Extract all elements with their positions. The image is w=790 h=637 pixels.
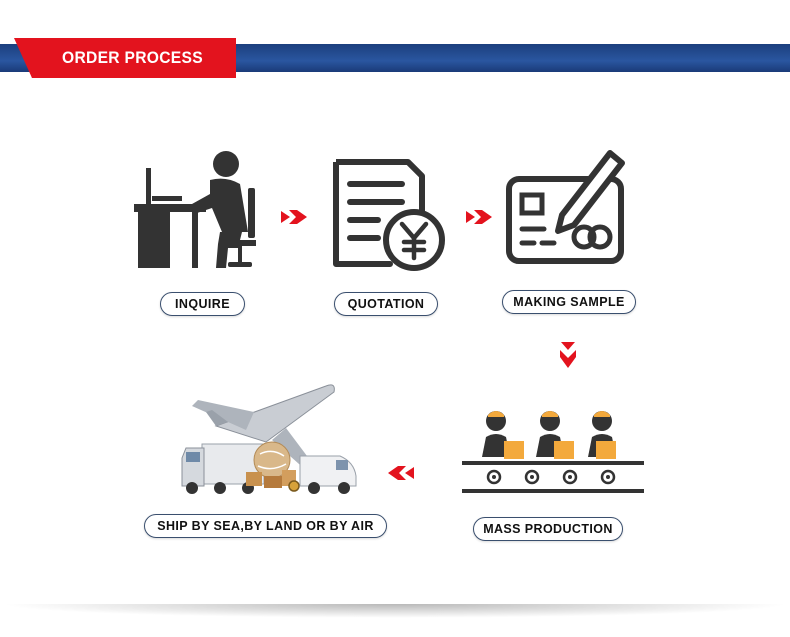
bottom-divider-shadow [0, 604, 790, 618]
step-label-text: INQUIRE [175, 297, 230, 311]
card-pen-icon [506, 150, 625, 264]
arrow-right-icon [281, 210, 307, 224]
assembly-line-workers-icon [462, 411, 644, 493]
step-label-text: QUOTATION [347, 297, 425, 311]
step-label-text: MASS PRODUCTION [483, 522, 613, 536]
arrow-down-icon [560, 342, 576, 368]
step-label-quotation: QUOTATION [334, 292, 438, 316]
step-label-text: SHIP BY SEA,BY LAND OR BY AIR [157, 519, 374, 533]
document-yen-icon [333, 159, 445, 271]
step-label-inquire: INQUIRE [160, 292, 245, 316]
truck-plane-van-icon [181, 384, 357, 494]
header-banner-tab [14, 38, 236, 78]
step-label-mass-production: MASS PRODUCTION [473, 517, 623, 541]
step-label-making-sample: MAKING SAMPLE [502, 290, 636, 314]
page-title: ORDER PROCESS [62, 48, 203, 67]
arrow-right-icon [466, 210, 492, 224]
step-label-text: MAKING SAMPLE [513, 295, 625, 309]
person-at-desk-icon [134, 151, 256, 268]
step-label-shipping: SHIP BY SEA,BY LAND OR BY AIR [144, 514, 387, 538]
arrow-left-icon [388, 466, 414, 480]
